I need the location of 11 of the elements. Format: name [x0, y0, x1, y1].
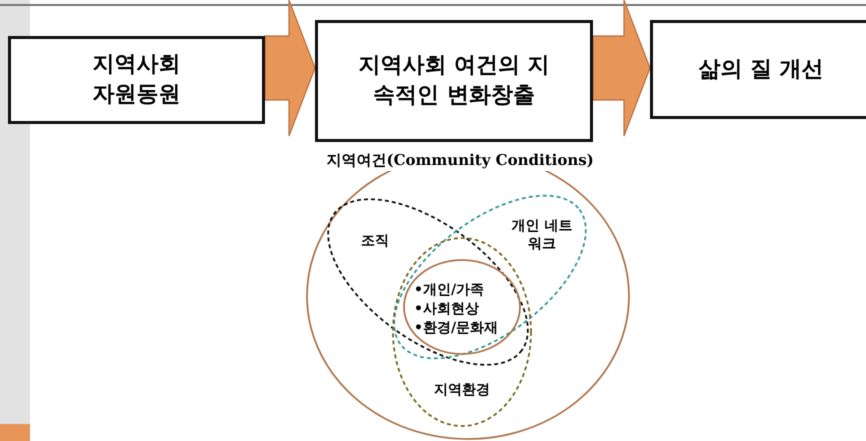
chevron-arrow [592, 0, 651, 137]
region-label: 개인 네트워크 [511, 217, 573, 254]
process-box: 삶의 질 개선 [650, 20, 866, 119]
bullet-item: •개인/가족 [414, 281, 484, 300]
process-box: 지역사회 여건의 지속적인 변화창출 [315, 20, 593, 142]
region-label: 지역환경 [433, 381, 491, 400]
bullet-item: •환경/문화재 [414, 319, 498, 338]
chevron-arrow [264, 0, 316, 137]
process-box: 지역사회 자원동원 [8, 36, 265, 124]
region-label: 조직 [360, 232, 390, 250]
bullet-item: •사회현상 [414, 300, 479, 318]
